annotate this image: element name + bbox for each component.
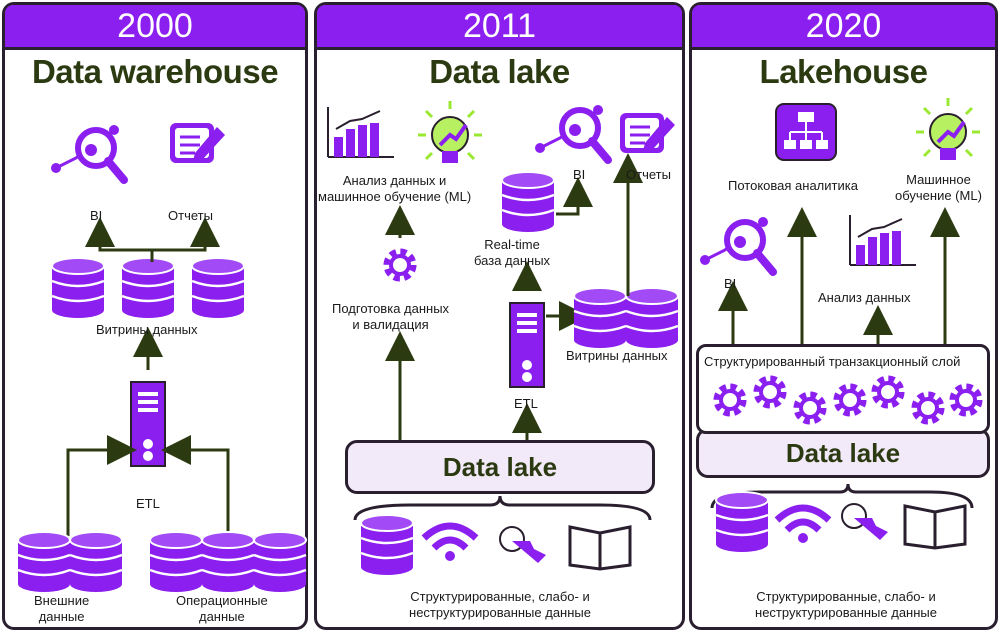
- magnifier-chart-icon: [535, 105, 608, 160]
- sources-label: Структурированные, слабо- и неструктурир…: [409, 589, 591, 620]
- reports-label: Отчеты: [168, 208, 213, 223]
- database-icon: [359, 513, 415, 577]
- etl-label: ETL: [514, 396, 538, 411]
- marts-label: Витрины данных: [96, 322, 198, 337]
- server-icon: [130, 381, 166, 467]
- operational-databases: [148, 530, 308, 594]
- operational-data-label: Операционные данные: [176, 593, 268, 624]
- gear-icon: [387, 252, 413, 278]
- panel-title: Data lake: [429, 53, 570, 90]
- magnifier-chart-icon: [51, 125, 124, 180]
- bi-label: BI: [724, 276, 737, 291]
- bar-chart-icon: [327, 106, 395, 158]
- magnifier-chart-icon: [700, 217, 773, 272]
- data-lake-label: Data lake: [785, 438, 901, 468]
- mart-databases: [572, 286, 680, 350]
- lightbulb-gear-icon: [416, 99, 484, 165]
- realtime-db-label: Real-time база данных: [474, 237, 551, 268]
- report-pencil-icon: [618, 111, 677, 155]
- panel-year: 2020: [692, 5, 995, 50]
- brace: [353, 495, 652, 521]
- mart-databases: [50, 256, 246, 320]
- data-lake-label: Data lake: [442, 452, 558, 482]
- database-icon: [714, 490, 770, 554]
- touch-icon: [499, 526, 547, 564]
- data-prep-label: Подготовка данных и валидация: [332, 301, 450, 332]
- streaming-label: Потоковая аналитика: [728, 178, 858, 193]
- bar-chart-icon: [849, 214, 917, 266]
- sources-label: Структурированные, слабо- и неструктурир…: [755, 589, 937, 620]
- panel-title: Data warehouse: [31, 53, 279, 90]
- book-icon: [568, 525, 632, 571]
- external-databases: [16, 530, 124, 594]
- ml-label: Машинное обучение (ML): [895, 172, 982, 203]
- transaction-gears: [717, 379, 979, 421]
- flowchart-icon: [775, 103, 837, 161]
- external-data-label: Внешние данные: [34, 593, 90, 624]
- book-icon: [903, 504, 967, 550]
- realtime-database-icon: [500, 170, 556, 234]
- data-lake-box: Data lake: [345, 440, 655, 494]
- panel-year: 2011: [317, 5, 682, 50]
- etl-label: ETL: [136, 496, 160, 511]
- panel-year: 2000: [5, 5, 305, 50]
- analysis-label: Анализ данных: [818, 290, 911, 305]
- wifi-icon: [777, 508, 829, 543]
- wifi-icon: [424, 526, 476, 561]
- report-pencil-icon: [168, 121, 227, 165]
- reports-label: Отчеты: [626, 167, 671, 182]
- panel-2000: 2000 Data warehouse: [2, 2, 308, 630]
- panel-title: Lakehouse: [759, 53, 928, 90]
- marts-label: Витрины данных: [566, 348, 668, 363]
- bi-label: BI: [90, 208, 103, 223]
- data-lake-box: Data lake: [696, 428, 990, 478]
- touch-icon: [841, 503, 889, 541]
- analysis-ml-label: Анализ данных и машинное обучение (ML): [318, 173, 472, 204]
- lightbulb-gear-icon: [914, 96, 982, 162]
- transaction-layer-label: Структурированный транзакционный слой: [704, 354, 961, 369]
- server-icon: [509, 302, 545, 388]
- bi-label: BI: [573, 167, 586, 182]
